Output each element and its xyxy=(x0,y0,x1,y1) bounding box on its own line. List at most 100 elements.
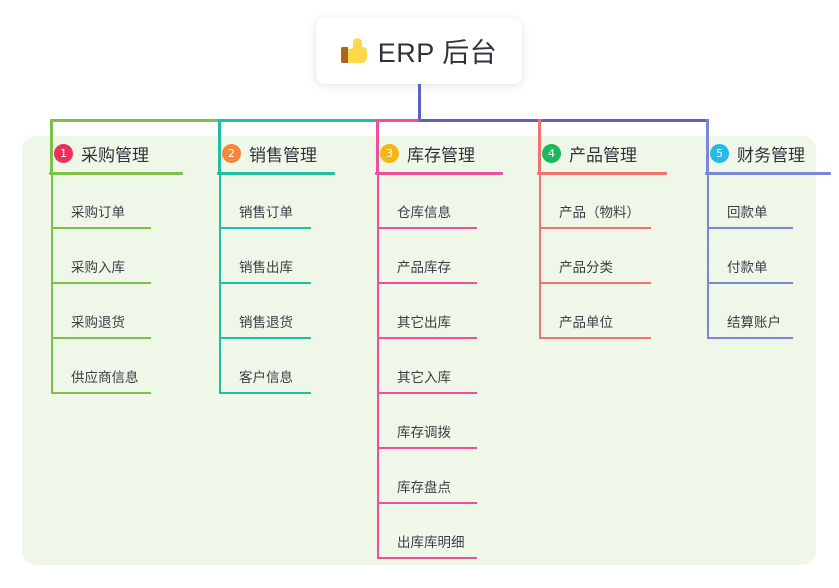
leaf-item[interactable]: 仓库信息 xyxy=(377,174,477,229)
column-title-1: 采购管理 xyxy=(81,145,149,165)
leaf-item[interactable]: 付款单 xyxy=(707,229,793,284)
content-panel xyxy=(22,136,816,565)
column-header-rule-2 xyxy=(217,172,335,175)
leaf-item-label: 仓库信息 xyxy=(397,205,451,220)
leaf-item[interactable]: 回款单 xyxy=(707,174,793,229)
bus-segment-left-2 xyxy=(217,119,379,122)
leaf-item-label: 采购退货 xyxy=(71,315,125,330)
leaf-item[interactable]: 库存调拨 xyxy=(377,394,477,449)
column-badge-5: 5 xyxy=(710,143,729,163)
leaf-item-rule xyxy=(377,502,477,504)
leaf-item[interactable]: 产品（物料） xyxy=(539,174,651,229)
leaf-item[interactable]: 产品单位 xyxy=(539,284,651,339)
leaf-item[interactable]: 出库库明细 xyxy=(377,504,477,559)
column-badge-4: 4 xyxy=(542,143,561,163)
column-stub-2 xyxy=(217,119,221,172)
leaf-item[interactable]: 产品分类 xyxy=(539,229,651,284)
leaf-item[interactable]: 其它入库 xyxy=(377,339,477,394)
leaf-item[interactable]: 采购订单 xyxy=(51,174,151,229)
column-4: 4 产品管理产品（物料） 产品分类产品单位 xyxy=(526,136,712,339)
leaf-item-label: 产品单位 xyxy=(559,315,613,330)
column-stub-1 xyxy=(49,119,53,172)
leaf-item-rule xyxy=(707,337,793,339)
leaf-item[interactable]: 结算账户 xyxy=(707,284,793,339)
leaf-item-rule xyxy=(377,447,477,449)
leaf-item-label: 结算账户 xyxy=(727,315,781,330)
column-spine-4 xyxy=(539,174,541,339)
column-spine-2 xyxy=(219,174,221,394)
leaf-item[interactable]: 销售退货 xyxy=(219,284,311,339)
leaf-item-label: 库存盘点 xyxy=(397,480,451,495)
leaf-item-rule xyxy=(707,282,793,284)
leaf-item[interactable]: 其它出库 xyxy=(377,284,477,339)
leaf-item-label: 其它入库 xyxy=(397,370,451,385)
leaf-item-label: 销售订单 xyxy=(239,205,293,220)
leaf-item-label: 产品分类 xyxy=(559,260,613,275)
column-spine-1 xyxy=(51,174,53,394)
leaf-item[interactable]: 销售订单 xyxy=(219,174,311,229)
column-title-2: 销售管理 xyxy=(249,145,317,165)
leaf-item-label: 产品库存 xyxy=(397,260,451,275)
column-header-rule-3 xyxy=(375,172,503,175)
leaf-item-label: 采购入库 xyxy=(71,260,125,275)
root-drop-connector xyxy=(417,84,421,122)
bus-segment-root xyxy=(419,119,709,122)
leaf-item[interactable]: 供应商信息 xyxy=(51,339,151,394)
leaf-item-label: 回款单 xyxy=(727,205,768,220)
leaf-item[interactable]: 产品库存 xyxy=(377,229,477,284)
column-title-4: 产品管理 xyxy=(569,145,637,165)
leaf-item-rule xyxy=(219,282,311,284)
column-badge-3: 3 xyxy=(380,143,399,163)
leaf-item-label: 出库库明细 xyxy=(397,535,465,550)
leaf-item-label: 销售出库 xyxy=(239,260,293,275)
column-title-3: 库存管理 xyxy=(407,145,475,165)
column-5: 5 财务管理回款单付款单结算账户 xyxy=(694,136,839,339)
leaf-item-rule xyxy=(377,392,477,394)
leaf-item-rule xyxy=(539,227,651,229)
leaf-item[interactable]: 采购入库 xyxy=(51,229,151,284)
column-header-rule-1 xyxy=(49,172,183,175)
leaf-item-rule xyxy=(51,392,151,394)
leaf-item[interactable]: 客户信息 xyxy=(219,339,311,394)
leaf-item-rule xyxy=(219,392,311,394)
column-2: 2 销售管理销售订单销售出库销售退货客户信息 xyxy=(206,136,392,394)
leaf-item-rule xyxy=(51,282,151,284)
root-node[interactable]: ERP 后台 xyxy=(316,18,522,84)
leaf-item-label: 销售退货 xyxy=(239,315,293,330)
column-header-2[interactable]: 2 销售管理 xyxy=(206,136,392,170)
leaf-item-rule xyxy=(219,337,311,339)
column-stub-4 xyxy=(537,119,541,172)
column-stub-5 xyxy=(705,119,709,172)
leaf-item-rule xyxy=(377,337,477,339)
leaf-item-label: 采购订单 xyxy=(71,205,125,220)
column-badge-2: 2 xyxy=(222,143,241,163)
column-3: 3 库存管理仓库信息产品库存其它出库其它入库库存调拨库存盘点出库库明细 xyxy=(364,136,550,559)
bus-segment-left-1 xyxy=(49,119,221,122)
column-stub-3 xyxy=(375,119,379,172)
root-node-content: ERP 后台 xyxy=(340,31,498,70)
leaf-item-rule xyxy=(377,227,477,229)
leaf-item[interactable]: 销售出库 xyxy=(219,229,311,284)
column-header-5[interactable]: 5 财务管理 xyxy=(694,136,839,170)
column-header-rule-4 xyxy=(537,172,667,175)
leaf-item-rule xyxy=(377,557,477,559)
leaf-item-rule xyxy=(539,337,651,339)
leaf-item-label: 付款单 xyxy=(727,260,768,275)
leaf-item-rule xyxy=(539,282,651,284)
column-header-4[interactable]: 4 产品管理 xyxy=(526,136,712,170)
leaf-item-label: 客户信息 xyxy=(239,370,293,385)
leaf-item-rule xyxy=(51,227,151,229)
leaf-item[interactable]: 采购退货 xyxy=(51,284,151,339)
leaf-item-rule xyxy=(51,337,151,339)
leaf-item-label: 产品（物料） xyxy=(559,205,640,220)
leaf-item-rule xyxy=(219,227,311,229)
leaf-item-label: 其它出库 xyxy=(397,315,451,330)
leaf-item[interactable]: 库存盘点 xyxy=(377,449,477,504)
leaf-item-rule xyxy=(377,282,477,284)
column-title-5: 财务管理 xyxy=(737,145,805,165)
column-header-3[interactable]: 3 库存管理 xyxy=(364,136,550,170)
column-spine-5 xyxy=(707,174,709,339)
